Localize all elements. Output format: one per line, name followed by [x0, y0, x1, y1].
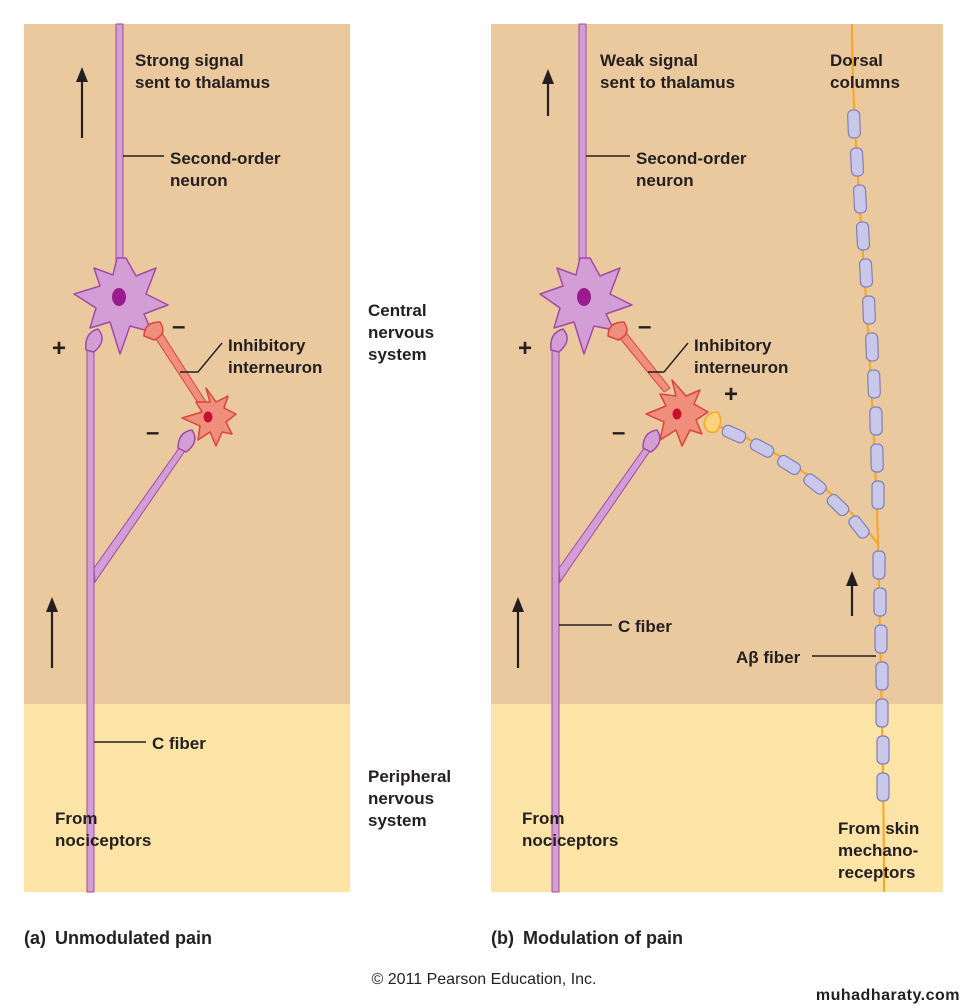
panel-b-arrow-up-ab: [846, 571, 858, 616]
panel-a-cns-region: [24, 24, 350, 704]
panel-b-second-order-nucleus: [577, 288, 591, 306]
panel-a-from-nociceptors-label: From nociceptors: [55, 809, 151, 850]
panel-b-plus-sign-c-fiber: +: [518, 335, 532, 362]
panel-b-from-nociceptors-label: From nociceptors: [522, 809, 618, 850]
panel-b-branch-terminal: [642, 429, 661, 453]
panel-a-interneuron-nucleus: [203, 411, 213, 423]
panel-a-minus-sign-lower: –: [146, 419, 159, 446]
panel-b-minus-sign-upper: –: [638, 313, 651, 340]
panel-b-plus-sign-ab-fiber: +: [724, 381, 738, 408]
panel-b-interneuron-nucleus: [672, 408, 682, 420]
panel-b-weak-signal-label: Weak signal sent to thalamus: [600, 51, 735, 92]
panel-a-c-fiber-label: C fiber: [152, 734, 206, 753]
panel-b-c-fiber-terminal: [550, 328, 568, 353]
panel-b-ab-fiber-myelin: [847, 109, 890, 802]
panel-a-c-fiber-terminal: [85, 328, 103, 353]
panel-b-arrow-up-bottom: [512, 597, 524, 668]
panel-b-second-order-axon: [578, 23, 587, 273]
panel-a-inhibitory-label: Inhibitory interneuron: [228, 336, 322, 377]
panel-b-minus-sign-lower: –: [612, 419, 625, 446]
panel-b-from-skin-label: From skin mechano- receptors: [838, 819, 924, 882]
panel-b-interneuron-terminal: [607, 321, 628, 341]
panel-b-interneuron-leader: [648, 342, 689, 373]
copyright-text: © 2011 Pearson Education, Inc.: [372, 971, 597, 988]
panel-b-inhibitory-label: Inhibitory interneuron: [694, 336, 788, 377]
panel-a-minus-sign-upper: –: [172, 313, 185, 340]
panel-a-plus-sign: +: [52, 335, 66, 362]
panel-a-pns-region: [24, 704, 350, 892]
panel-b-cns-region: [491, 24, 943, 704]
panel-b-second-order-label: Second-order neuron: [636, 149, 751, 190]
panel-a-arrow-up-bottom: [46, 597, 58, 668]
panel-b-caption: (b) Modulation of pain: [491, 928, 683, 948]
peripheral-nervous-system-label: Peripheral nervous system: [368, 767, 456, 830]
panel-a-second-order-nucleus: [112, 288, 126, 306]
panel-a-caption: (a) Unmodulated pain: [24, 928, 212, 948]
panel-a-interneuron-leader: [180, 342, 223, 373]
panel-b-second-order-neuron: [539, 257, 633, 355]
panel-b-ab-fiber-branch-myelin: [721, 424, 870, 539]
panel-a-second-order-label: Second-order neuron: [170, 149, 285, 190]
panel-a: Strong signal sent to thalamus Second-or…: [24, 23, 350, 948]
panel-a-arrow-up-top: [76, 67, 88, 138]
panel-b-ab-fiber-label: Aβ fiber: [736, 648, 801, 667]
central-nervous-system-label: Central nervous system: [368, 301, 439, 364]
panel-b-arrow-up-top: [542, 69, 554, 116]
panel-b: Weak signal sent to thalamus Dorsal colu…: [491, 23, 943, 948]
watermark-text: muhadharaty.com: [816, 987, 960, 1004]
panel-a-interneuron-terminal: [143, 321, 164, 341]
panel-b-pns-region: [491, 704, 943, 892]
panel-a-branch-terminal: [177, 429, 196, 453]
panel-a-strong-signal-label: Strong signal sent to thalamus: [135, 51, 270, 92]
panel-b-c-fiber-label: C fiber: [618, 617, 672, 636]
panel-a-second-order-axon: [115, 23, 124, 273]
panel-a-second-order-neuron: [73, 257, 169, 355]
panel-b-ab-fiber-terminal: [703, 411, 722, 434]
panel-b-dorsal-columns-label: Dorsal columns: [830, 51, 900, 92]
